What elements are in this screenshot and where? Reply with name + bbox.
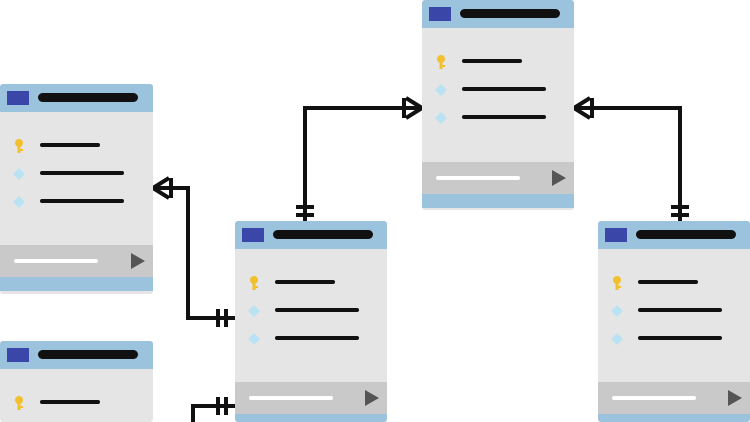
table-row [0,160,153,188]
field-placeholder [462,59,522,63]
diamond-icon [611,305,623,317]
diamond-icon [435,84,447,96]
table-row [235,325,387,353]
field-placeholder [40,143,100,147]
table-title-placeholder [636,230,736,239]
key-icon [250,276,258,290]
table-footer [0,245,153,277]
diamond-icon [611,333,623,345]
table-header [235,221,387,249]
field-placeholder [40,171,124,175]
play-icon[interactable] [552,170,566,186]
field-placeholder [40,400,100,404]
table-header [0,84,153,112]
table-bottom-band [0,277,153,291]
table-header [422,0,574,28]
table-header [598,221,750,249]
table-row [235,269,387,297]
table-row [422,104,574,132]
diamond-icon [248,305,260,317]
field-placeholder [40,199,124,203]
table-row [598,325,750,353]
field-placeholder [638,336,722,340]
table-bottom-band [422,194,574,208]
footer-placeholder [436,176,520,180]
table-bottom-band [235,414,387,422]
field-placeholder [275,280,335,284]
table-icon [605,228,627,242]
table-icon [429,7,451,21]
table-title-placeholder [273,230,373,239]
field-placeholder [638,308,722,312]
key-icon [437,55,445,69]
table-icon [7,348,29,362]
play-icon[interactable] [728,390,742,406]
key-icon [613,276,621,290]
table-footer [422,162,574,194]
table-row [422,76,574,104]
field-placeholder [275,336,359,340]
table-header [0,341,153,369]
table-row [0,389,153,417]
key-icon [15,396,23,410]
field-placeholder [638,280,698,284]
table-bottom-band [598,414,750,422]
table-left-lower [0,341,153,422]
table-row [235,297,387,325]
field-placeholder [462,115,546,119]
table-icon [7,91,29,105]
play-icon[interactable] [131,253,145,269]
key-icon [15,139,23,153]
footer-placeholder [14,259,98,263]
footer-placeholder [249,396,333,400]
relationship-center-to-top [296,96,424,221]
table-row [598,269,750,297]
table-title-placeholder [38,350,138,359]
table-title-placeholder [460,9,560,18]
table-left-upper [0,84,153,294]
field-placeholder [462,87,546,91]
table-title-placeholder [38,93,138,102]
table-footer [598,382,750,414]
relationship-right-to-top [572,96,689,221]
table-icon [242,228,264,242]
table-footer [235,382,387,414]
table-row [0,188,153,216]
diamond-icon [248,333,260,345]
footer-placeholder [612,396,696,400]
table-center [235,221,387,422]
diamond-icon [13,196,25,208]
table-row [422,48,574,76]
relationship-center-to-left-lower [191,397,235,422]
diamond-icon [13,168,25,180]
diamond-icon [435,112,447,124]
play-icon[interactable] [365,390,379,406]
table-top-center [422,0,574,210]
table-right [598,221,750,422]
table-row [598,297,750,325]
field-placeholder [275,308,359,312]
relationship-center-to-left-upper [151,176,235,327]
table-row [0,132,153,160]
